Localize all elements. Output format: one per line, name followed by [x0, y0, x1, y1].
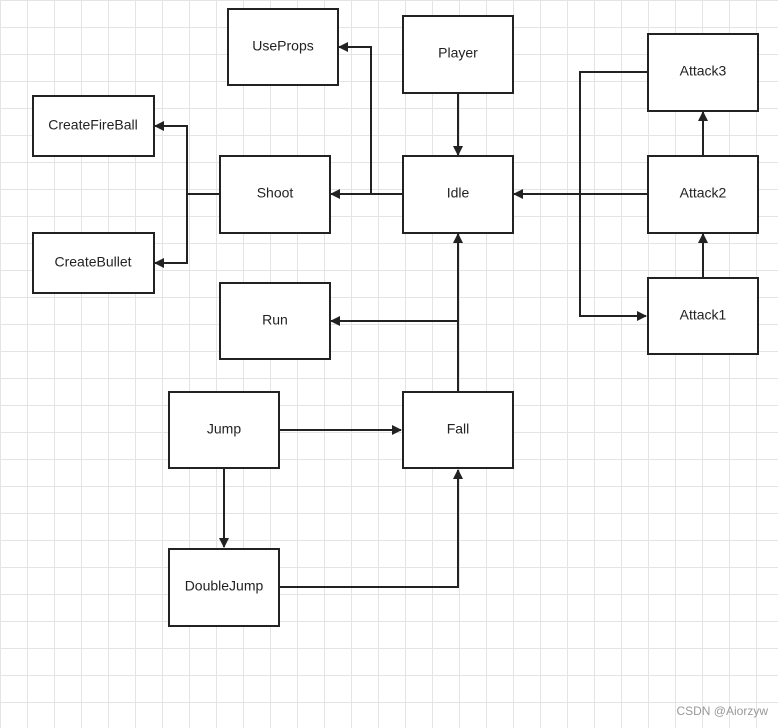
node-label-fall: Fall	[447, 421, 470, 437]
node-player: Player	[402, 15, 514, 94]
node-label-run: Run	[262, 312, 288, 328]
node-createbullet: CreateBullet	[32, 232, 155, 294]
node-idle: Idle	[402, 155, 514, 234]
node-attack2: Attack2	[647, 155, 759, 234]
node-doublejump: DoubleJump	[168, 548, 280, 627]
node-useprops: UseProps	[227, 8, 339, 86]
node-label-idle: Idle	[447, 185, 470, 201]
node-label-createfireball: CreateFireBall	[48, 117, 137, 133]
node-label-jump: Jump	[207, 421, 241, 437]
edge-attack3-to-idle	[579, 71, 647, 194]
edge-shoot-to-createfireball	[154, 121, 219, 195]
node-label-doublejump: DoubleJump	[185, 578, 264, 594]
node-label-useprops: UseProps	[252, 38, 313, 54]
node-label-player: Player	[438, 45, 478, 61]
node-label-shoot: Shoot	[257, 185, 294, 201]
node-fall: Fall	[402, 391, 514, 469]
edge-idle-to-useprops	[338, 42, 402, 195]
edge-shoot-to-createbullet	[154, 194, 188, 268]
node-label-createbullet: CreateBullet	[54, 254, 131, 270]
node-label-attack2: Attack2	[680, 185, 727, 201]
edge-doublejump-to-fall	[279, 469, 463, 588]
node-attack3: Attack3	[647, 33, 759, 112]
node-shoot: Shoot	[219, 155, 331, 234]
node-label-attack1: Attack1	[680, 307, 727, 323]
node-label-attack3: Attack3	[680, 63, 727, 79]
edge-idle-to-attack1	[579, 194, 647, 321]
edges	[154, 42, 708, 588]
node-createfireball: CreateFireBall	[32, 95, 155, 157]
node-jump: Jump	[168, 391, 280, 469]
node-attack1: Attack1	[647, 277, 759, 355]
nodes: UseProps Player Attack3 CreateFireBall S…	[32, 8, 759, 627]
watermark: CSDN @Aiorzyw	[676, 704, 768, 718]
node-run: Run	[219, 282, 331, 360]
